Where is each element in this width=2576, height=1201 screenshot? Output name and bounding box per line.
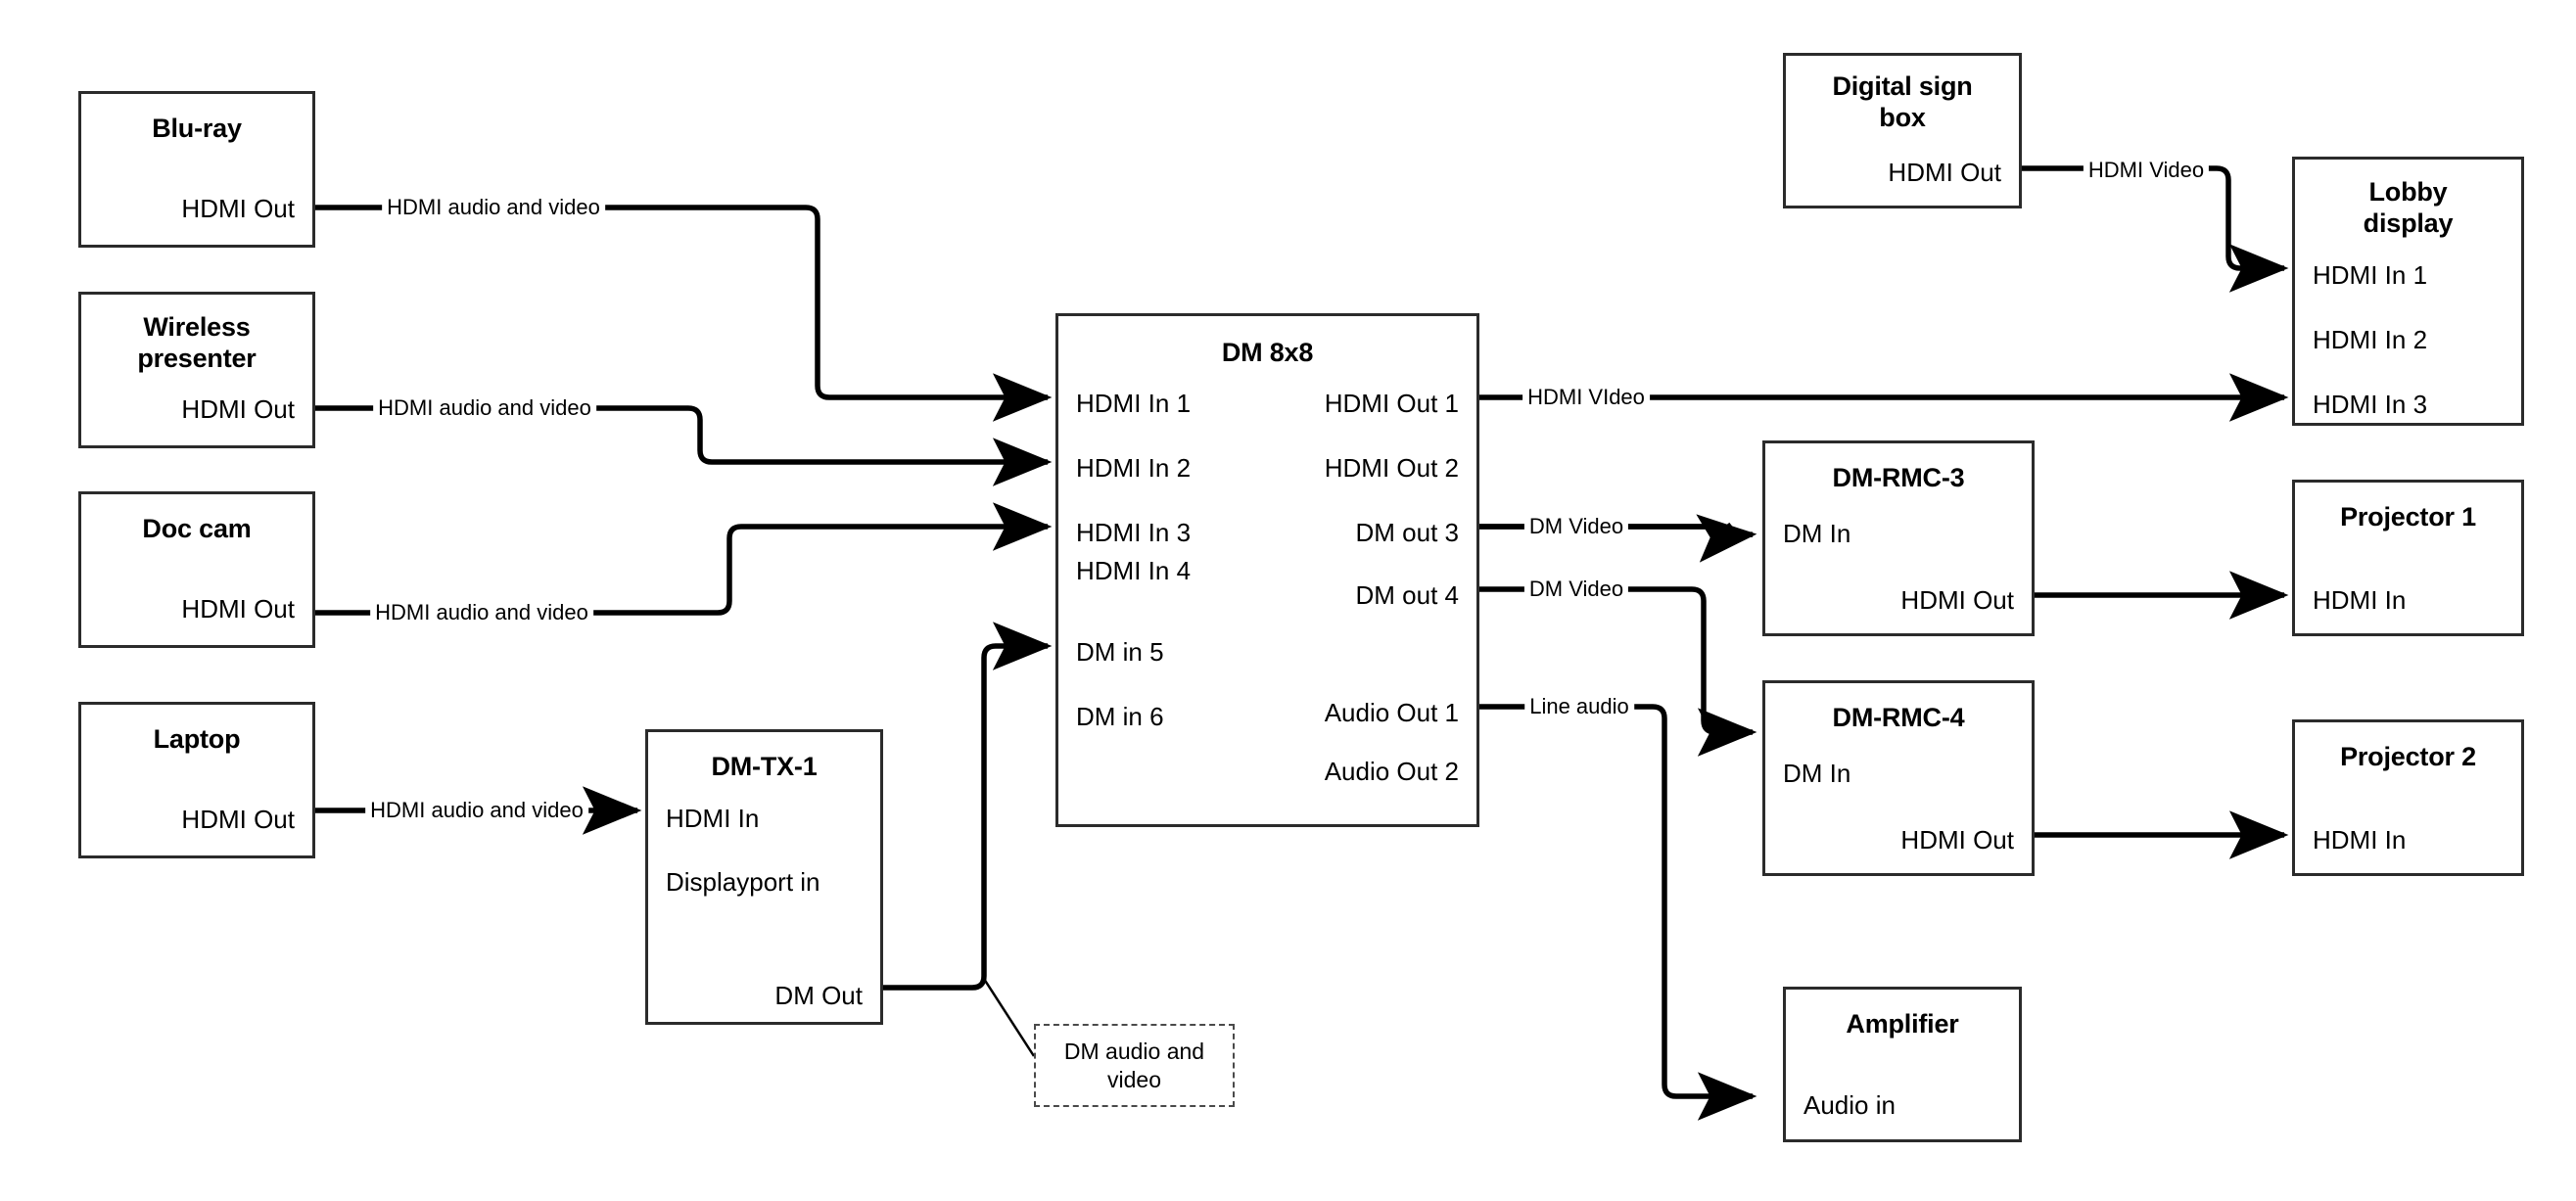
node-dm-8x8[interactable]: DM 8x8 HDMI In 1 HDMI In 2 HDMI In 3 HDM… bbox=[1055, 313, 1479, 827]
wire-digitalsign-to-lobby bbox=[2022, 165, 2289, 293]
node-bluray-title: Blu-ray bbox=[152, 114, 242, 143]
node-dm-rmc-4-port-hdmi-out[interactable]: HDMI Out bbox=[1900, 825, 2014, 855]
node-dm-8x8-output-hdmi-out-2[interactable]: HDMI Out 2 bbox=[1324, 453, 1459, 483]
node-amplifier-title: Amplifier bbox=[1846, 1009, 1959, 1039]
node-doc-cam-title: Doc cam bbox=[142, 514, 252, 543]
node-dm-rmc-3-port-hdmi-out[interactable]: HDMI Out bbox=[1900, 585, 2014, 615]
node-dm-8x8-input-dm-in-6[interactable]: DM in 6 bbox=[1076, 702, 1164, 731]
node-wireless-presenter-title-line1: Wireless bbox=[143, 312, 251, 342]
node-bluray-port-hdmi-out[interactable]: HDMI Out bbox=[181, 194, 295, 223]
wire-note-leader bbox=[982, 978, 1036, 1057]
node-dm-8x8-output-hdmi-out-1[interactable]: HDMI Out 1 bbox=[1324, 389, 1459, 418]
node-dm-8x8-output-dm-out-4[interactable]: DM out 4 bbox=[1355, 580, 1460, 610]
node-dm-tx-1[interactable]: DM-TX-1 HDMI In Displayport in DM Out bbox=[645, 729, 883, 1025]
node-lobby-display-port-hdmi-in-3[interactable]: HDMI In 3 bbox=[2313, 390, 2428, 419]
node-dm-8x8-input-hdmi-in-2[interactable]: HDMI In 2 bbox=[1076, 453, 1192, 483]
node-amplifier[interactable]: Amplifier Audio in bbox=[1783, 987, 2022, 1142]
node-dm-8x8-title: DM 8x8 bbox=[1221, 338, 1314, 367]
node-dm-rmc-3-title: DM-RMC-3 bbox=[1832, 463, 1965, 492]
edge-label-laptop-to-dmtx1: HDMI audio and video bbox=[365, 800, 588, 821]
node-wireless-presenter-port-hdmi-out[interactable]: HDMI Out bbox=[181, 394, 295, 424]
edge-label-hdmiout1-to-lobby: HDMI VIdeo bbox=[1522, 387, 1650, 408]
node-digital-sign-box[interactable]: Digital sign box HDMI Out bbox=[1783, 53, 2022, 208]
node-dm-8x8-output-dm-out-3[interactable]: DM out 3 bbox=[1355, 518, 1460, 547]
node-lobby-display-port-hdmi-in-2[interactable]: HDMI In 2 bbox=[2313, 325, 2428, 354]
edge-label-bluray-to-dm8x8: HDMI audio and video bbox=[382, 197, 605, 218]
node-dm-rmc-3-port-dm-in[interactable]: DM In bbox=[1783, 519, 1851, 548]
node-dm-8x8-input-hdmi-in-3[interactable]: HDMI In 3 bbox=[1076, 518, 1192, 547]
node-digital-sign-box-title-line2: box bbox=[1879, 103, 1926, 132]
wire-doccam-to-dm8x8 bbox=[196, 502, 1053, 616]
node-laptop-port-hdmi-out[interactable]: HDMI Out bbox=[181, 805, 295, 834]
node-dm-8x8-input-hdmi-in-1[interactable]: HDMI In 1 bbox=[1076, 389, 1192, 418]
node-dm-tx-1-port-hdmi-in[interactable]: HDMI In bbox=[666, 804, 760, 833]
edge-label-dmout3-to-dmrmc3: DM Video bbox=[1523, 516, 1629, 537]
node-projector-1[interactable]: Projector 1 HDMI In bbox=[2292, 480, 2524, 636]
node-dm-rmc-3[interactable]: DM-RMC-3 DM In HDMI Out bbox=[1762, 440, 2035, 636]
node-dm-8x8-output-audio-out-1[interactable]: Audio Out 1 bbox=[1324, 698, 1459, 727]
node-dm-tx-1-title: DM-TX-1 bbox=[711, 752, 818, 781]
node-doc-cam[interactable]: Doc cam HDMI Out bbox=[78, 491, 315, 648]
node-projector-2-title: Projector 2 bbox=[2340, 742, 2476, 771]
node-wireless-presenter[interactable]: Wireless presenter HDMI Out bbox=[78, 292, 315, 448]
node-lobby-display[interactable]: Lobby display HDMI In 1 HDMI In 2 HDMI I… bbox=[2292, 157, 2524, 426]
node-dm-8x8-input-dm-in-5[interactable]: DM in 5 bbox=[1076, 637, 1164, 667]
node-bluray[interactable]: Blu-ray HDMI Out bbox=[78, 91, 315, 248]
wire-wireless-to-dm8x8 bbox=[196, 405, 1053, 486]
note-dm-audio-and-video: DM audio and video bbox=[1034, 1024, 1235, 1107]
node-dm-tx-1-port-displayport-in[interactable]: Displayport in bbox=[666, 867, 820, 897]
node-dm-rmc-4[interactable]: DM-RMC-4 DM In HDMI Out bbox=[1762, 680, 2035, 876]
edge-label-audioout1-to-amp: Line audio bbox=[1524, 696, 1634, 717]
node-dm-tx-1-port-dm-out[interactable]: DM Out bbox=[774, 981, 863, 1010]
node-wireless-presenter-title-line2: presenter bbox=[137, 344, 257, 373]
node-dm-8x8-input-hdmi-in-4[interactable]: HDMI In 4 bbox=[1076, 556, 1192, 585]
node-lobby-display-title-line1: Lobby bbox=[2368, 177, 2448, 207]
node-lobby-display-port-hdmi-in-1[interactable]: HDMI In 1 bbox=[2313, 260, 2428, 290]
node-laptop[interactable]: Laptop HDMI Out bbox=[78, 702, 315, 858]
node-lobby-display-title-line2: display bbox=[2363, 208, 2454, 238]
node-dm-rmc-4-port-dm-in[interactable]: DM In bbox=[1783, 759, 1851, 788]
edge-label-dmout4-to-dmrmc4: DM Video bbox=[1523, 578, 1629, 600]
node-digital-sign-box-title-line1: Digital sign bbox=[1832, 71, 1973, 101]
edge-label-sign-to-lobby: HDMI Video bbox=[2083, 160, 2210, 181]
node-doc-cam-port-hdmi-out[interactable]: HDMI Out bbox=[181, 594, 295, 624]
node-dm-rmc-4-title: DM-RMC-4 bbox=[1832, 703, 1965, 732]
node-projector-1-title: Projector 1 bbox=[2340, 502, 2476, 531]
edge-label-doccam-to-dm8x8: HDMI audio and video bbox=[370, 602, 593, 624]
node-projector-2[interactable]: Projector 2 HDMI In bbox=[2292, 719, 2524, 876]
edge-label-wireless-to-dm8x8: HDMI audio and video bbox=[373, 397, 596, 419]
wire-dmtx1-to-dm8x8 bbox=[883, 622, 1053, 991]
node-laptop-title: Laptop bbox=[153, 724, 241, 754]
node-projector-1-port-hdmi-in[interactable]: HDMI In bbox=[2313, 585, 2407, 615]
node-dm-8x8-output-audio-out-2[interactable]: Audio Out 2 bbox=[1324, 757, 1459, 786]
wire-audioout1-to-amplifier bbox=[1479, 704, 1757, 1121]
wire-bluray-to-dm8x8 bbox=[196, 205, 1053, 422]
node-projector-2-port-hdmi-in[interactable]: HDMI In bbox=[2313, 825, 2407, 855]
node-digital-sign-box-port-hdmi-out[interactable]: HDMI Out bbox=[1888, 158, 2001, 187]
node-amplifier-port-audio-in[interactable]: Audio in bbox=[1803, 1090, 1896, 1120]
